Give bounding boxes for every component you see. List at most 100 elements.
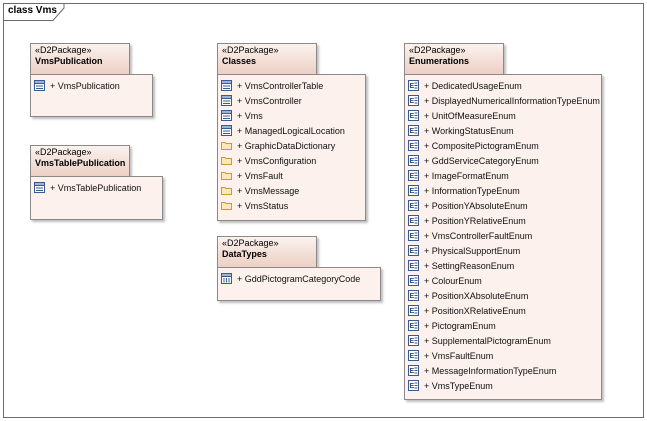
package-name: Classes xyxy=(222,56,257,66)
package-item[interactable]: + GraphicDataDictionary xyxy=(218,138,365,153)
package-item[interactable]: + VmsFault xyxy=(218,168,365,183)
package-item[interactable]: E + ImageFormatEnum xyxy=(405,168,601,183)
package-item[interactable]: E + PositionYRelativeEnum xyxy=(405,213,601,228)
package-item[interactable]: + VmsConfiguration xyxy=(218,153,365,168)
package-body: + GddPictogramCategoryCode xyxy=(217,267,381,301)
svg-text:E: E xyxy=(410,248,415,255)
enum-icon: E xyxy=(408,170,419,181)
package-body: + VmsPublication xyxy=(30,74,153,117)
item-label: + SupplementalPictogramEnum xyxy=(424,335,551,346)
enum-icon: E xyxy=(408,365,419,376)
item-label: + VmsMessage xyxy=(237,185,300,196)
item-label: + PhysicalSupportEnum xyxy=(424,245,521,256)
package-name: DataTypes xyxy=(222,249,267,259)
enum-icon: E xyxy=(408,185,419,196)
package-item[interactable]: E+ SupplementalPictogramEnum xyxy=(405,333,601,348)
class-icon xyxy=(221,110,232,121)
package-stereotype: «D2Package» xyxy=(222,45,279,55)
package-item[interactable]: + VmsControllerTable xyxy=(218,78,365,93)
enum-icon: E xyxy=(408,245,419,256)
package-item[interactable]: + GddPictogramCategoryCode xyxy=(218,271,380,286)
package-item[interactable]: + VmsTablePublication xyxy=(31,180,162,195)
package-item[interactable]: E + PhysicalSupportEnum xyxy=(405,243,601,258)
package-item[interactable]: E+ SettingReasonEnum xyxy=(405,258,601,273)
item-label: + WorkingStatusEnum xyxy=(424,125,514,136)
package-body: + VmsControllerTable + VmsController + V… xyxy=(217,74,366,221)
package-item[interactable]: E+ PositionXAbsoluteEnum xyxy=(405,288,601,303)
class-icon xyxy=(221,95,232,106)
svg-text:E: E xyxy=(410,83,415,90)
package-item[interactable]: + VmsMessage xyxy=(218,183,365,198)
package-item[interactable]: E + ColourEnum xyxy=(405,273,601,288)
item-label: + SettingReasonEnum xyxy=(424,260,515,271)
package-item[interactable]: E + PictogramEnum xyxy=(405,318,601,333)
package-item[interactable]: E + GddServiceCategoryEnum xyxy=(405,153,601,168)
item-label: + VmsFaultEnum xyxy=(424,350,494,361)
item-label: + VmsTypeEnum xyxy=(424,380,493,391)
package-item[interactable]: E+ DisplayedNumericalInformationTypeEnum xyxy=(405,93,601,108)
item-label: + VmsController xyxy=(237,95,302,106)
package-stereotype: «D2Package» xyxy=(35,45,92,55)
class-icon xyxy=(221,80,232,91)
enum-icon: E xyxy=(408,305,419,316)
package-item[interactable]: E + MessageInformationTypeEnum xyxy=(405,363,601,378)
item-label: + ColourEnum xyxy=(424,275,482,286)
package-item[interactable]: + Vms xyxy=(218,108,365,123)
svg-text:E: E xyxy=(410,353,415,360)
enum-icon: E xyxy=(408,350,419,361)
class-icon xyxy=(34,80,45,91)
package-stereotype: «D2Package» xyxy=(222,238,279,248)
item-label: + MessageInformationTypeEnum xyxy=(424,365,557,376)
package-tab: «D2Package» Classes xyxy=(217,43,317,75)
package-item[interactable]: + ManagedLogicalLocation xyxy=(218,123,365,138)
package-item[interactable]: E + CompositePictogramEnum xyxy=(405,138,601,153)
item-label: + GddServiceCategoryEnum xyxy=(424,155,539,166)
item-label: + GddPictogramCategoryCode xyxy=(237,273,361,284)
package-body: + VmsTablePublication xyxy=(30,176,163,220)
package-item[interactable]: E + VmsTypeEnum xyxy=(405,378,601,393)
svg-text:E: E xyxy=(410,323,415,330)
package-item[interactable]: E+ UnitOfMeasureEnum xyxy=(405,108,601,123)
item-label: + VmsStatus xyxy=(237,200,289,211)
item-label: + PictogramEnum xyxy=(424,320,496,331)
package-item[interactable]: E + VmsFaultEnum xyxy=(405,348,601,363)
package-item[interactable]: + VmsController xyxy=(218,93,365,108)
package-item[interactable]: + VmsPublication xyxy=(31,78,152,93)
item-label: + VmsControllerTable xyxy=(237,80,324,91)
svg-text:E: E xyxy=(410,233,415,240)
enum-icon: E xyxy=(408,95,419,106)
svg-text:E: E xyxy=(410,218,415,225)
package-item[interactable]: E+ WorkingStatusEnum xyxy=(405,123,601,138)
enum-icon: E xyxy=(408,230,419,241)
enum-icon: E xyxy=(408,140,419,151)
item-label: + UnitOfMeasureEnum xyxy=(424,110,516,121)
package-item[interactable]: E + PositionYAbsoluteEnum xyxy=(405,198,601,213)
class-icon xyxy=(34,182,45,193)
svg-text:E: E xyxy=(410,98,415,105)
svg-text:E: E xyxy=(410,383,415,390)
package-tab: «D2Package» VmsTablePublication xyxy=(30,145,130,177)
svg-text:E: E xyxy=(410,158,415,165)
diagram-frame xyxy=(3,3,644,418)
package-item[interactable]: E+ VmsControllerFaultEnum xyxy=(405,228,601,243)
item-label: + GraphicDataDictionary xyxy=(237,140,336,151)
item-label: + ImageFormatEnum xyxy=(424,170,509,181)
package-item[interactable]: + VmsStatus xyxy=(218,198,365,213)
enum-icon: E xyxy=(408,200,419,211)
item-label: + VmsTablePublication xyxy=(50,182,142,193)
package-item[interactable]: E+ PositionXRelativeEnum xyxy=(405,303,601,318)
enum-icon: E xyxy=(408,275,419,286)
package-tab: «D2Package» DataTypes xyxy=(217,236,317,268)
enum-icon: E xyxy=(408,320,419,331)
svg-text:E: E xyxy=(410,308,415,315)
package-name: VmsPublication xyxy=(35,56,103,66)
item-label: + CompositePictogramEnum xyxy=(424,140,539,151)
package-stereotype: «D2Package» xyxy=(409,45,466,55)
package-item[interactable]: E+ DedicatedUsageEnum xyxy=(405,78,601,93)
item-label: + ManagedLogicalLocation xyxy=(237,125,345,136)
item-label: + PositionYAbsoluteEnum xyxy=(424,200,528,211)
item-label: + Vms xyxy=(237,110,263,121)
package-item[interactable]: E+ InformationTypeEnum xyxy=(405,183,601,198)
package-body: E+ DedicatedUsageEnum E+ DisplayedNumeri… xyxy=(404,74,602,400)
item-label: + PositionYRelativeEnum xyxy=(424,215,526,226)
